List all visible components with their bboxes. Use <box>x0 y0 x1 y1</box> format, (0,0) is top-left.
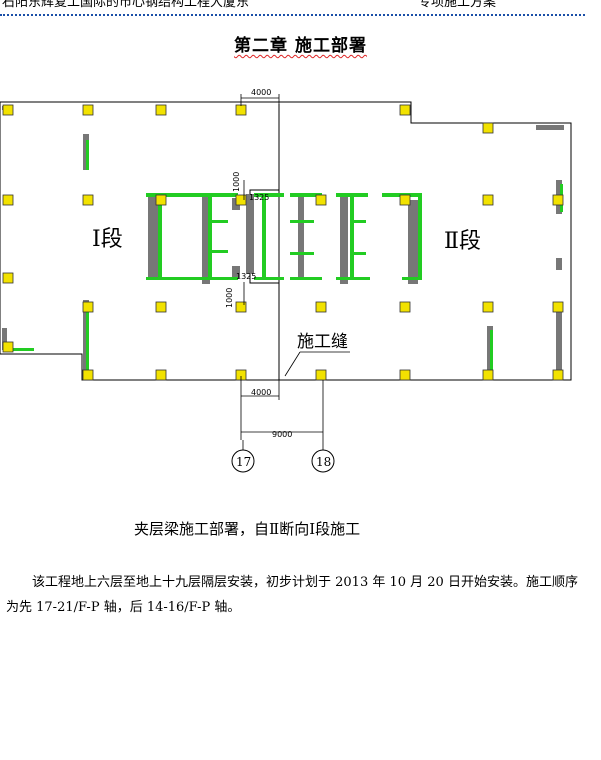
header-rule <box>0 14 585 16</box>
construction-joint-label: 施工缝 <box>297 332 348 352</box>
dimension-upper-step: 1325 <box>249 193 269 202</box>
dimension-lines <box>240 94 350 440</box>
columns <box>2 104 564 381</box>
dimension-upper-vertical: 1000 <box>232 172 241 192</box>
green-beams <box>12 140 563 374</box>
dimension-axis-spacing: 9000 <box>272 430 292 439</box>
axis-17-label: 17 <box>236 455 251 469</box>
header-document-type: 专项施工方案 <box>418 0 497 10</box>
section-one-label: Ⅰ段 <box>92 227 123 252</box>
drawing-caption: 夹层梁施工部署，自Ⅱ断向Ⅰ段施工 <box>134 520 361 538</box>
dimension-lower-vertical: 1000 <box>225 288 234 308</box>
chapter-title: 第二章 施工部署 <box>234 36 367 56</box>
dimension-lower-step: 1325 <box>236 272 256 281</box>
header-project-name: 石阳东辉复工国际的市心钢结构工程大厦东 <box>2 0 250 10</box>
construction-plan-drawing: Ⅰ段 Ⅱ段 施工缝 4000 4000 9000 1325 1325 1000 … <box>0 88 572 473</box>
axis-18-label: 18 <box>316 455 331 469</box>
dimension-top: 4000 <box>251 88 271 97</box>
body-paragraph: 该工程地上六层至地上十九层隔层安装，初步计划于 2013 年 10 月 20 日… <box>6 575 578 615</box>
section-two-label: Ⅱ段 <box>444 229 481 254</box>
building-outline-left <box>0 102 279 381</box>
page-header: 石阳东辉复工国际的市心钢结构工程大厦东 专项施工方案 <box>0 0 601 18</box>
dimension-bottom: 4000 <box>251 388 271 397</box>
